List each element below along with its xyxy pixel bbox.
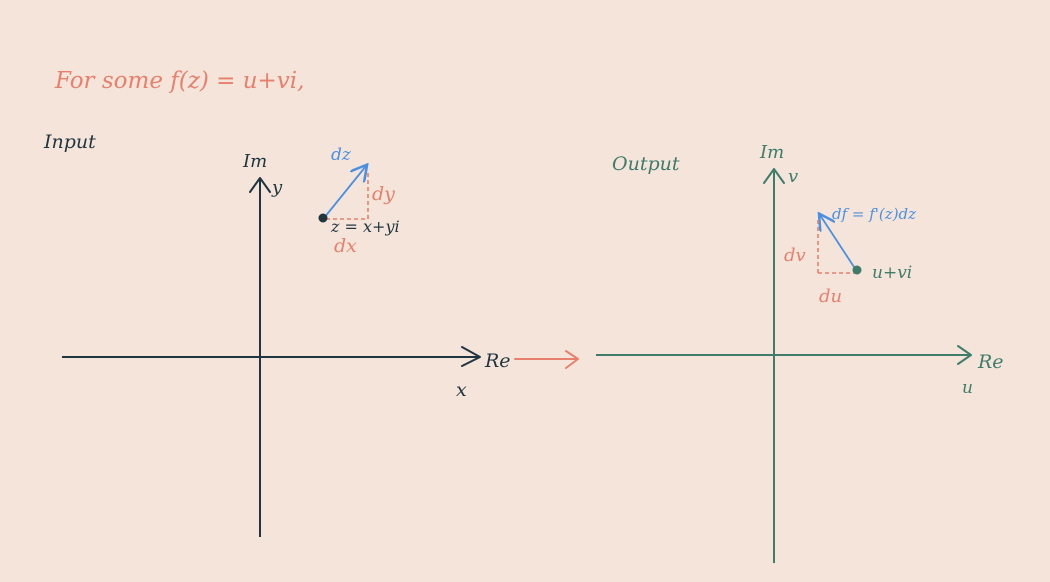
- mapping-arrow: [514, 350, 579, 369]
- input-imag-axis-arrowhead: [249, 177, 271, 193]
- output-df-label: df = f'(z)dz: [832, 205, 916, 223]
- output-imag-axis-arrowhead: [763, 168, 785, 184]
- output-df-vector: [820, 215, 857, 271]
- output-point-label: u+vi: [872, 263, 912, 283]
- output-dv-label: dv: [784, 245, 806, 266]
- input-imag-axis-label: Im: [242, 151, 267, 172]
- input-imag-axis-var: y: [271, 177, 283, 198]
- output-point: [852, 265, 862, 275]
- input-point-z: [318, 213, 328, 223]
- input-point-label: z = x+yi: [330, 217, 400, 236]
- input-dz-label: dz: [331, 145, 352, 165]
- input-real-axis-label: Re: [484, 350, 511, 372]
- output-imag-axis-var: v: [788, 166, 798, 187]
- output-real-axis-arrowhead: [957, 345, 972, 365]
- output-imag-axis-label: Im: [759, 142, 784, 163]
- output-real-axis-var: u: [962, 378, 973, 398]
- input-dz-vector: [323, 166, 366, 219]
- input-dy-label: dy: [372, 183, 395, 205]
- input-title: Input: [43, 131, 96, 153]
- input-real-axis-var: x: [456, 379, 467, 401]
- input-panel: Input Re x Im y dz dx dy z = x+yi: [43, 131, 511, 537]
- header-text: For some f(z) = u+vi,: [54, 68, 304, 94]
- input-dx-label: dx: [334, 235, 357, 257]
- output-panel: Output Re u Im v df = f'(z)dz dv du u+vi: [596, 142, 1004, 563]
- output-title: Output: [612, 153, 680, 175]
- input-real-axis-arrowhead: [461, 346, 481, 367]
- output-real-axis-label: Re: [977, 351, 1004, 373]
- output-du-label: du: [819, 286, 842, 307]
